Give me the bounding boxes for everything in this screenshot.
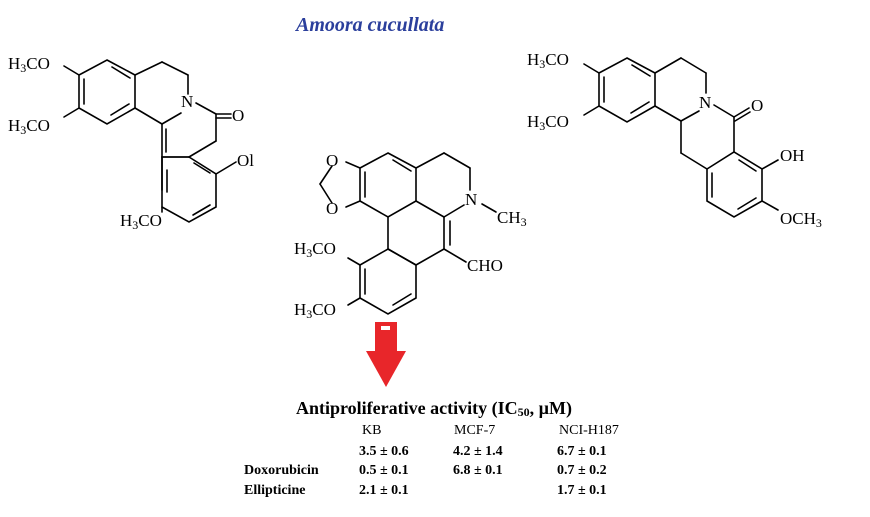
middle-n-label: N	[465, 190, 478, 209]
column-header-nci-h187: NCI-H187	[559, 423, 619, 438]
left-ome-top-label: H3CO	[8, 54, 50, 75]
left-ome-bottom-label: H3CO	[120, 211, 162, 232]
row-label: Doxorubicin	[244, 463, 319, 478]
column-header-kb: KB	[362, 423, 382, 438]
left-o-label: O	[232, 106, 245, 125]
left-n-label: N	[181, 92, 194, 111]
down-arrow-icon	[366, 322, 406, 387]
right-och3-label: OCH3	[780, 209, 822, 230]
table-cell: 3.5 ± 0.6	[359, 444, 409, 459]
left-structure	[63, 59, 237, 223]
right-ome-mid-label: H3CO	[527, 112, 569, 133]
left-ome-mid-label: H3CO	[8, 116, 50, 137]
middle-ome-top-label: H3CO	[294, 239, 336, 260]
middle-nme-label: CH3	[497, 208, 527, 229]
right-ome-top-label: H3CO	[527, 50, 569, 71]
middle-cho-label: CHO	[467, 256, 503, 275]
table-cell: 6.8 ± 0.1	[453, 463, 503, 478]
middle-structure	[319, 152, 497, 315]
right-structure	[583, 57, 779, 218]
title: Amoora cucullata	[296, 14, 445, 36]
row-label: Ellipticine	[244, 483, 306, 498]
middle-ome-bottom-label: H3CO	[294, 300, 336, 321]
table-cell: 0.7 ± 0.2	[557, 463, 607, 478]
table-title: Antiproliferative activity (IC50, µM)	[296, 398, 572, 419]
column-header-mcf7: MCF-7	[454, 423, 496, 438]
right-o-label: O	[751, 96, 764, 115]
table-cell: 6.7 ± 0.1	[557, 444, 607, 459]
table-cell: 1.7 ± 0.1	[557, 483, 607, 498]
table-cell: 4.2 ± 1.4	[453, 444, 503, 459]
left-oh-label: Ol	[237, 151, 254, 170]
table-cell: 0.5 ± 0.1	[359, 463, 409, 478]
middle-o-top-label: O	[326, 151, 339, 170]
right-n-label: N	[699, 93, 712, 112]
table-cell: 2.1 ± 0.1	[359, 483, 409, 498]
middle-o-bottom-label: O	[326, 199, 339, 218]
right-oh-label: OH	[780, 146, 805, 165]
